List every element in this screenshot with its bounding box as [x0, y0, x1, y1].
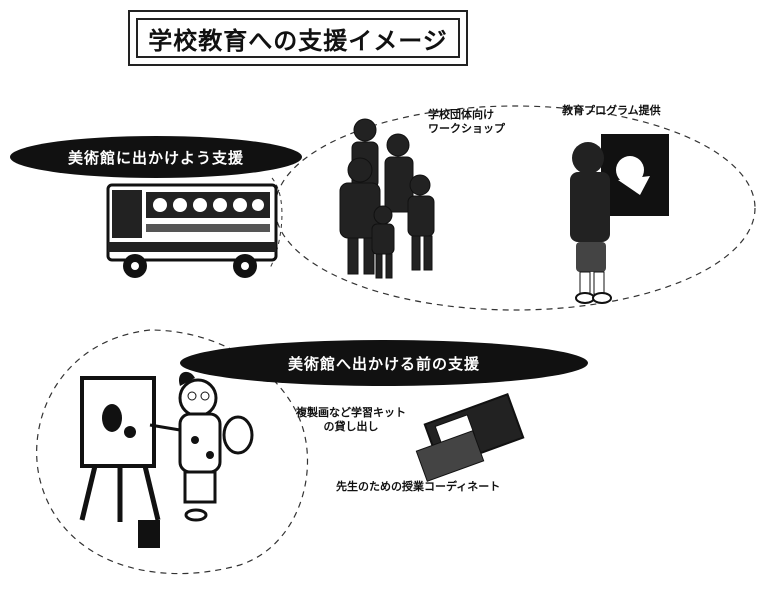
page-title: 学校教育への支援イメージ — [148, 26, 448, 55]
lower-dashed-outline — [36, 329, 308, 575]
banner-upper: 美術館に出かけよう支援 — [10, 136, 302, 178]
kit-box-illustration — [415, 393, 525, 482]
title-box: 学校教育への支援イメージ — [128, 10, 468, 66]
kit-label: 複製画など学習キット の貸し出し — [296, 406, 406, 434]
program-viewer-illustration — [570, 134, 669, 304]
kit-label-line2: の貸し出し — [323, 420, 379, 433]
workshop-people-illustration — [339, 118, 435, 279]
connector-dashed-line — [269, 177, 283, 269]
banner-lower: 美術館へ出かける前の支援 — [180, 340, 588, 386]
banner-lower-text: 美術館へ出かける前の支援 — [287, 354, 480, 373]
kit-label-line1: 複製画など学習キット — [296, 406, 406, 419]
workshop-label-line1: 学校団体向け — [428, 108, 494, 121]
program-label: 教育プログラム提供 — [562, 104, 661, 117]
workshop-label: 学校団体向け ワークショップ — [428, 108, 505, 136]
painter-illustration — [79, 371, 254, 548]
coordinate-label: 先生のための授業コーディネート — [336, 480, 501, 493]
banner-upper-text: 美術館に出かけよう支援 — [67, 148, 244, 167]
workshop-label-line2: ワークショップ — [428, 122, 505, 135]
upper-dashed-outline — [274, 105, 756, 311]
title-frame: 学校教育への支援イメージ — [136, 18, 460, 58]
bus-illustration — [106, 183, 278, 278]
